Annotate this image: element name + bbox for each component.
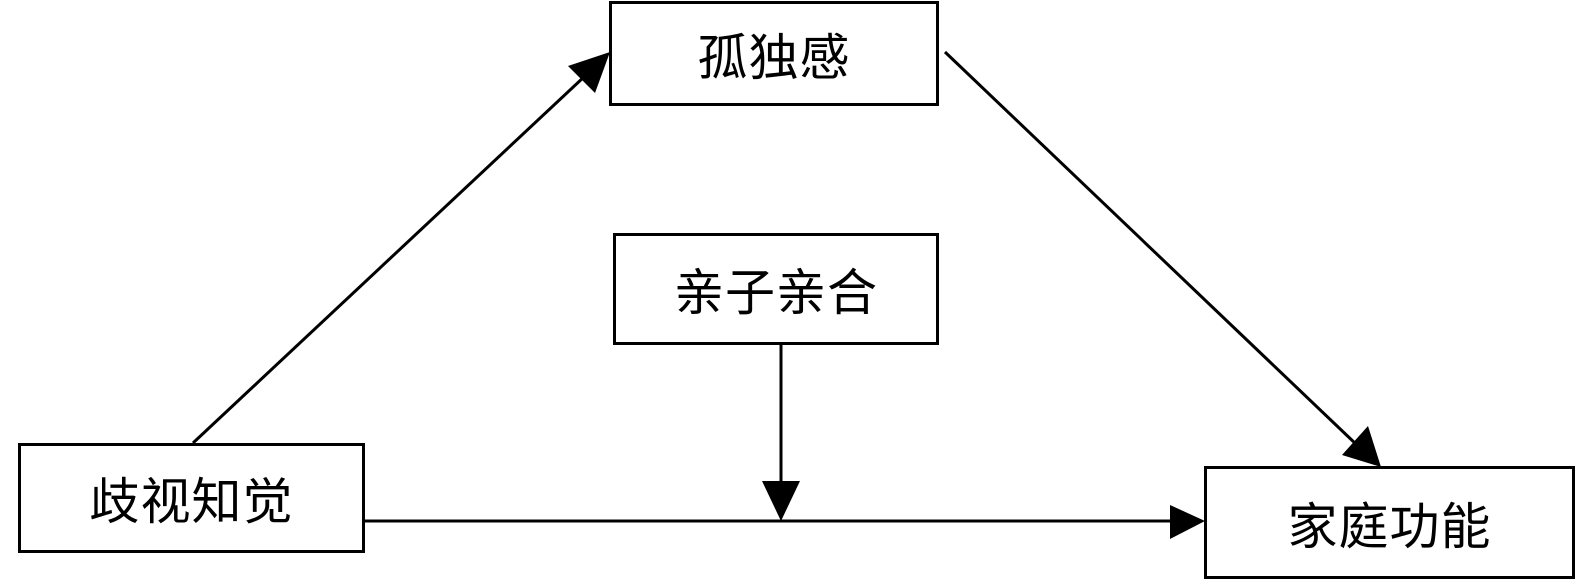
node-perceived-discrimination: 歧视知觉 (18, 443, 365, 553)
edge-discrimination-to-loneliness (191, 74, 587, 445)
arrowhead-family-horizontal (1170, 505, 1205, 539)
node-label: 孤独感 (697, 28, 851, 87)
edge-loneliness-to-family (943, 50, 1360, 448)
arrowhead-family-diagonal (1342, 426, 1381, 467)
node-label: 家庭功能 (1287, 497, 1492, 556)
node-parent-child-closeness: 亲子亲合 (613, 233, 939, 345)
node-label: 亲子亲合 (674, 264, 878, 322)
node-label: 歧视知觉 (89, 473, 294, 531)
node-loneliness: 孤独感 (609, 1, 939, 106)
arrowhead-moderation (762, 481, 800, 521)
arrowhead-loneliness (568, 52, 610, 93)
node-family-function: 家庭功能 (1204, 466, 1575, 579)
